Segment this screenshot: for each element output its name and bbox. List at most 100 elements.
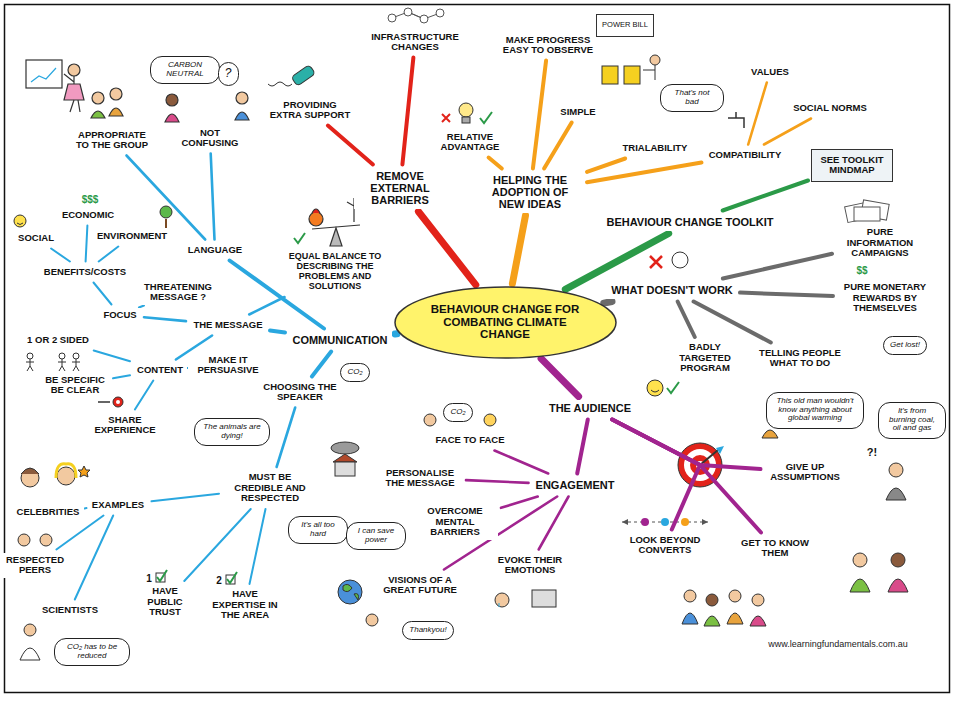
branch-topic: HELPING THE ADOPTION OF NEW IDEAS — [476, 172, 584, 213]
topic-text: TRIALABILITY — [623, 143, 688, 153]
bubble-text: CO₂ — [347, 368, 362, 377]
bill-paper: POWER BILL — [596, 14, 654, 37]
branch-topic: PURE MONETARY REWARDS BY THEMSELVES — [836, 280, 934, 316]
ellipse-shape — [395, 287, 616, 358]
branch-topic: TRIALABILITY — [619, 141, 692, 156]
branch-line — [51, 249, 70, 262]
talking-people — [165, 92, 249, 122]
branch-line — [152, 494, 220, 502]
branch-topic: EQUAL BALANCE TO DESCRIBING THE PROBLEMS… — [281, 250, 389, 294]
topic-text: SIMPLE — [560, 107, 595, 117]
speech-bubble: CARBON NEUTRAL — [150, 56, 220, 84]
currency-symbol: $$ — [856, 265, 867, 276]
branch-line — [94, 283, 112, 305]
topic-text: TELLING PEOPLE WHAT TO DO — [758, 348, 843, 369]
globe — [338, 580, 378, 626]
exclamation-mark: ?! — [867, 446, 877, 458]
speech-bubble: The animals are dying! — [194, 418, 270, 446]
bubble-text: CARBON NEUTRAL — [157, 61, 213, 79]
topic-text: BEHAVIOUR CHANGE TOOLKIT — [606, 216, 773, 228]
topic-text: HAVE EXPERTISE IN THE AREA — [206, 589, 284, 620]
branch-line — [249, 297, 284, 315]
branch-line — [94, 351, 130, 362]
speech-bubble: That's not bad — [660, 84, 724, 112]
branch-line — [135, 381, 153, 410]
check-boxes — [156, 570, 237, 584]
branch-topic: PURE INFORMATION CAMPAIGNS — [835, 225, 925, 261]
speech-bubble: Get lost! — [883, 336, 927, 355]
topic-text: INFRASTRUCTURE CHANGES — [368, 32, 463, 53]
branch-line — [495, 451, 549, 474]
branch-topic: RESPECTED PEERS — [1, 553, 69, 578]
branch-line — [544, 123, 572, 169]
branch-topic: VALUES — [747, 65, 793, 80]
speech-bubble: It's from burning coal, oil and gas — [878, 402, 946, 439]
picture-frame — [5, 5, 950, 693]
bubble-text: Thankyou! — [409, 626, 446, 635]
branch-line — [694, 302, 771, 343]
branch-topic: HAVE EXPERTISE IN THE AREA — [202, 587, 288, 623]
converts-dots — [622, 518, 708, 526]
cross-mark — [650, 252, 688, 268]
topic-text: LANGUAGE — [188, 245, 242, 255]
branch-topic: ENVIRONMENT — [93, 229, 172, 244]
bubble-text: CO₂ — [450, 408, 465, 417]
branch-line — [612, 420, 700, 530]
topic-text: REMOVE EXTERNAL BARRIERS — [358, 170, 443, 206]
bubble-text: It's from burning coal, oil and gas — [885, 407, 939, 433]
branch-topic: ENGAGEMENT — [532, 477, 619, 494]
topic-text: BADLY TARGETED PROGRAM — [669, 342, 741, 373]
branch-line — [678, 302, 695, 338]
topic-text: SCIENTISTS — [42, 605, 98, 615]
branch-topic: CHOOSING THE SPEAKER — [259, 380, 342, 405]
topic-text: BE SPECIFIC BE CLEAR — [44, 375, 106, 396]
currency-symbol: $$$ — [82, 194, 99, 205]
presenter-figure — [26, 60, 123, 118]
light-bulb — [442, 103, 492, 123]
branch-line — [587, 159, 625, 172]
topic-text: MAKE IT PERSUASIVE — [192, 355, 264, 376]
branch-line — [99, 247, 119, 262]
speech-bubble: Thankyou! — [402, 621, 454, 640]
bubble-text: Get lost! — [890, 341, 920, 350]
topic-text: WHAT DOESN'T WORK — [611, 284, 733, 296]
branch-line — [587, 163, 702, 183]
branch-line — [512, 216, 525, 284]
topic-text: COMMUNICATION — [292, 334, 387, 346]
branch-topic: THE AUDIENCE — [545, 400, 636, 417]
topic-text: RESPECTED PEERS — [5, 555, 65, 576]
topic-text: EVOKE THEIR EMOTIONS — [494, 555, 566, 576]
branch-topic: OVERCOME MENTAL BARRIERS — [412, 504, 498, 540]
branch-topic: HAVE PUBLIC TRUST — [130, 584, 200, 620]
branch-topic: THREATENING MESSAGE ? — [137, 280, 220, 305]
topic-text: RELATIVE ADVANTAGE — [436, 132, 504, 153]
branch-topic: BE SPECIFIC BE CLEAR — [40, 373, 110, 398]
social-smiley — [14, 215, 26, 227]
branch-topic: ECONOMIC — [58, 208, 119, 223]
topic-text: BEHAVIOUR CHANGE FOR COMBATING CLIMATE C… — [430, 303, 580, 341]
topic-text: FOCUS — [103, 310, 136, 320]
topic-text: GIVE UP ASSUMPTIONS — [768, 462, 843, 483]
callout-number: 1 — [146, 573, 152, 584]
callout-number: 2 — [216, 575, 222, 586]
branch-line — [277, 408, 296, 468]
branch-line — [466, 480, 529, 483]
topic-text: PURE MONETARY REWARDS BY THEMSELVES — [840, 282, 930, 313]
branch-topic: SCIENTISTS — [38, 603, 102, 618]
branch-topic: SHARE EXPERIENCE — [87, 413, 163, 438]
old-man — [762, 430, 906, 500]
topic-text: ECONOMIC — [62, 210, 114, 220]
bubble-text: CO₂ has to be reduced — [61, 643, 123, 661]
branch-line — [723, 181, 808, 211]
smiley-face — [647, 380, 679, 396]
branch-line — [533, 61, 546, 169]
topic-text: FACE TO FACE — [436, 435, 505, 445]
branch-line — [541, 359, 579, 397]
respected-peers — [18, 534, 52, 546]
branch-topic: WHAT DOESN'T WORK — [607, 282, 737, 299]
branch-line — [489, 158, 502, 169]
topic-text: ENGAGEMENT — [536, 479, 615, 491]
branch-topic: SOCIAL — [14, 231, 58, 246]
speech-bubble: This old man wouldn't know anything abou… — [766, 392, 864, 429]
bubble-text: That's not bad — [667, 89, 717, 107]
